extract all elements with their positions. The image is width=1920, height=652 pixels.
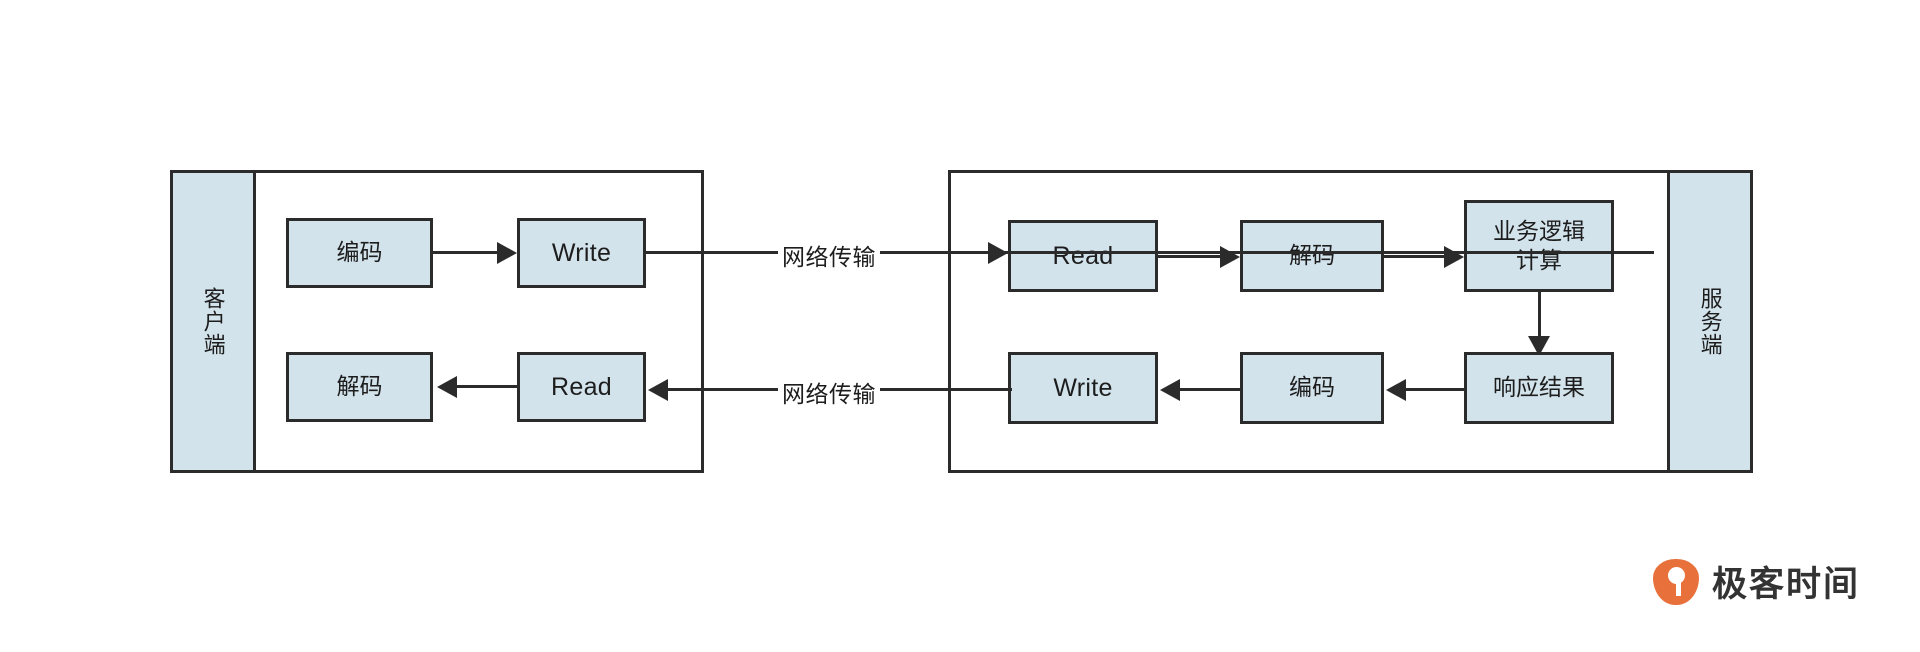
brand-name: 极客时间 (1712, 565, 1861, 604)
arrowhead-network-response (648, 379, 668, 401)
arrowhead-network-request (988, 242, 1008, 264)
server-side-label: 服务端 (1667, 170, 1753, 473)
node-client-decode[interactable]: 解码 (286, 352, 433, 422)
client-side-label: 客户端 (170, 170, 256, 473)
arrowhead-server-result-to-encode (1386, 379, 1406, 401)
edge-server-decode-to-business (1384, 255, 1444, 258)
geektime-logo-icon (1653, 558, 1699, 605)
node-client-read[interactable]: Read (517, 352, 646, 422)
edge-server-result-to-encode (1404, 388, 1464, 391)
node-server-read[interactable]: Read (1008, 220, 1158, 292)
arrowhead-server-encode-to-write (1160, 379, 1180, 401)
geektime-logo-stem (1676, 576, 1681, 596)
edge-business-to-result (1538, 292, 1541, 336)
node-client-write[interactable]: Write (517, 218, 646, 288)
node-client-encode[interactable]: 编码 (286, 218, 433, 288)
arrowhead-server-read-to-decode (1220, 246, 1240, 268)
arrowhead-client-encode-to-write (497, 242, 517, 264)
arrowhead-server-decode-to-business (1444, 246, 1464, 268)
edge-client-encode-to-write (433, 251, 497, 254)
server-group-container (948, 170, 1753, 473)
node-server-write[interactable]: Write (1008, 352, 1158, 424)
node-server-result[interactable]: 响应结果 (1464, 352, 1614, 424)
node-server-decode[interactable]: 解码 (1240, 220, 1384, 292)
edge-server-read-to-decode (1158, 255, 1220, 258)
node-server-encode[interactable]: 编码 (1240, 352, 1384, 424)
node-server-business-logic[interactable]: 业务逻辑 计算 (1464, 200, 1614, 292)
edge-client-read-to-decode (455, 385, 517, 388)
edge-label-network-response: 网络传输 (778, 375, 880, 409)
edge-network-request-line (646, 251, 1654, 254)
brand-watermark: 极客时间 (1653, 556, 1860, 607)
edge-server-encode-to-write (1178, 388, 1240, 391)
edge-label-network-request: 网络传输 (778, 238, 880, 272)
arrowhead-client-read-to-decode (437, 376, 457, 398)
arrowhead-business-to-result (1528, 336, 1550, 356)
